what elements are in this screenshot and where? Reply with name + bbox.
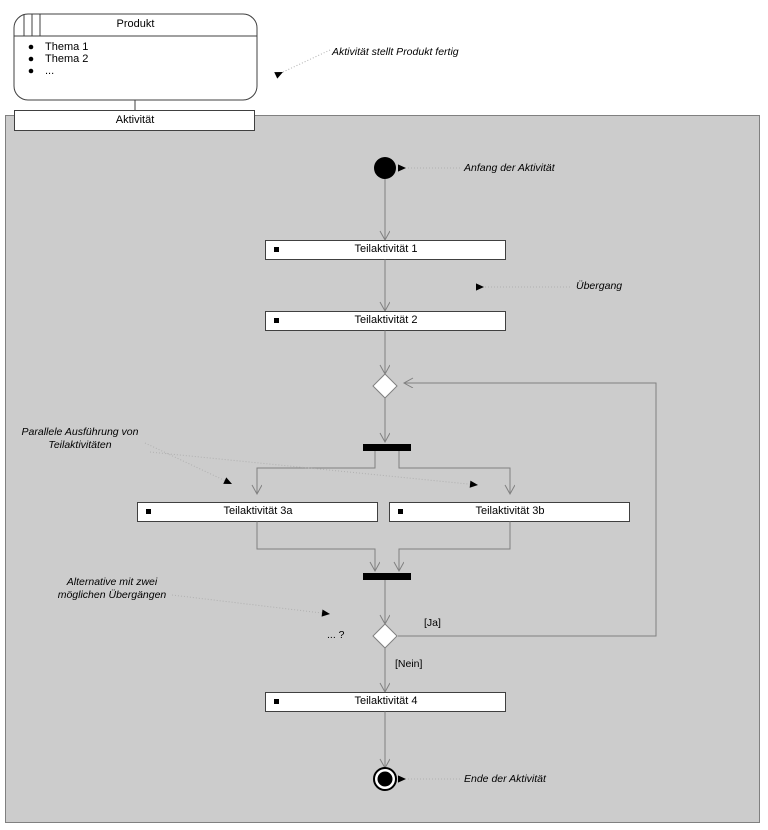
product-item-1: Thema 2 bbox=[45, 53, 89, 65]
guard-label-no: [Nein] bbox=[395, 658, 423, 670]
fork-node bbox=[363, 444, 411, 451]
leader-parallel-note-a bbox=[144, 442, 233, 485]
activity-header-box bbox=[14, 110, 255, 131]
edge-fork-action3b bbox=[398, 451, 510, 494]
edge-action3a-join bbox=[256, 521, 375, 572]
edge-action3b-join bbox=[399, 521, 511, 572]
annotation-transition-note: Übergang bbox=[576, 280, 623, 292]
annotation-parallel-note-line2: Teilaktivitäten bbox=[48, 439, 112, 451]
annotation-parallel-note-line1: Parallele Ausführung von bbox=[21, 426, 139, 438]
activity-title: Aktivität bbox=[115, 114, 155, 126]
action-label-2: Teilaktivität 2 bbox=[354, 314, 418, 326]
product-item-0: Thema 1 bbox=[45, 41, 89, 53]
activity-swimlane bbox=[5, 115, 760, 823]
annotation-alternative-note-line1: Alternative mit zwei bbox=[66, 576, 158, 588]
leader-product-note bbox=[274, 49, 331, 79]
edge-loop-back bbox=[398, 383, 657, 637]
annotation-product-note: Aktivität stellt Produkt fertig bbox=[332, 46, 459, 58]
action-label-3a: Teilaktivität 3a bbox=[223, 505, 293, 517]
action-label-1: Teilaktivität 1 bbox=[354, 243, 418, 255]
product-item-2: ... bbox=[45, 65, 55, 77]
final-node-core bbox=[377, 771, 393, 787]
guard-label-yes: [Ja] bbox=[424, 617, 441, 629]
edge-fork-action3a bbox=[257, 451, 376, 494]
leader-parallel-note-b bbox=[149, 451, 479, 488]
annotation-alternative-note-line2: möglichen Übergängen bbox=[57, 589, 167, 601]
initial-node bbox=[374, 157, 396, 179]
annotation-start-note: Anfang der Aktivität bbox=[464, 162, 555, 174]
join-node bbox=[363, 573, 411, 580]
leader-alternative-note bbox=[171, 594, 331, 617]
action-label-3b: Teilaktivität 3b bbox=[475, 505, 545, 517]
product-object-node bbox=[13, 13, 258, 101]
action-label-4: Teilaktivität 4 bbox=[354, 695, 418, 707]
decision-label: ... ? bbox=[327, 629, 345, 641]
product-title: Produkt bbox=[116, 18, 155, 30]
annotation-end-note: Ende der Aktivität bbox=[464, 773, 546, 785]
